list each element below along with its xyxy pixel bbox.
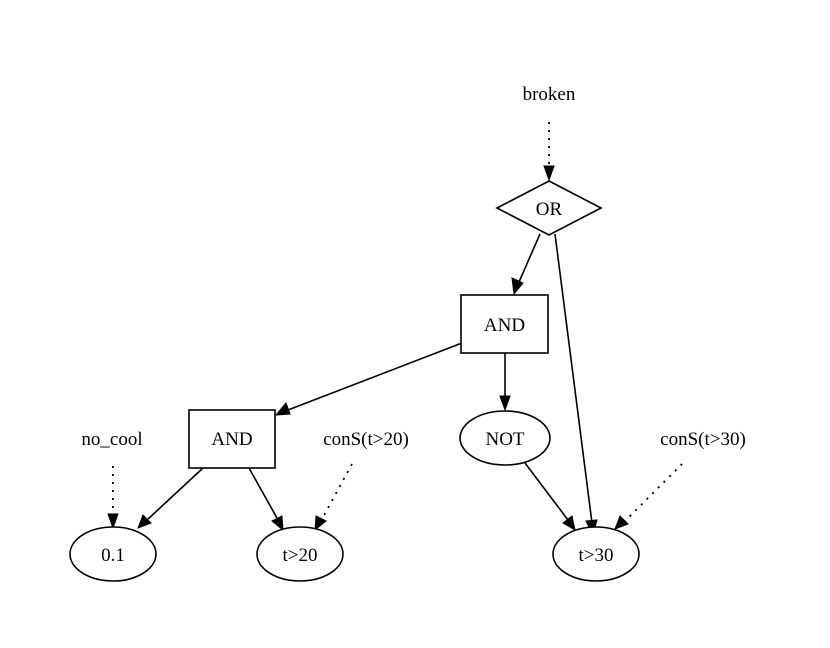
edge-no-cool-to-0.1 — [107, 466, 119, 530]
node-or: OR — [495, 180, 603, 236]
label-cons-t20: conS(t>20) — [323, 429, 409, 450]
node-and-top-label: AND — [484, 315, 525, 336]
node-0.1-label: 0.1 — [101, 545, 125, 566]
edge-or-to-and-top — [511, 233, 541, 296]
and-left-box — [188, 409, 276, 469]
node-or-label: OR — [536, 199, 563, 220]
0.1-ellipse — [69, 526, 157, 582]
edge-broken-to-or — [543, 122, 555, 182]
edge-and-left-to-t20 — [248, 467, 284, 532]
node-and-top: AND — [460, 294, 549, 354]
node-not: NOT — [459, 410, 551, 466]
label-broken: broken — [523, 84, 576, 105]
node-t30-label: t>30 — [579, 545, 614, 566]
edge-cons-t30-to-t30 — [614, 463, 683, 530]
edge-and-top-to-not — [499, 353, 511, 412]
edge-and-left-to-0.1 — [137, 467, 204, 529]
label-no-cool: no_cool — [81, 429, 142, 450]
t30-ellipse — [552, 526, 640, 582]
edge-or-to-t30 — [554, 233, 598, 537]
node-0.1: 0.1 — [69, 526, 157, 582]
node-t20-label: t>20 — [283, 545, 318, 566]
edge-cons-t20-to-t20 — [314, 463, 353, 532]
edge-not-to-t30 — [524, 462, 576, 532]
label-cons-t30: conS(t>30) — [660, 429, 746, 450]
t20-ellipse — [256, 526, 344, 582]
node-and-left: AND — [188, 409, 276, 469]
node-and-left-label: AND — [211, 429, 252, 450]
edge-and-top-to-and-left — [274, 342, 463, 416]
or-diamond-shape — [495, 180, 603, 236]
node-t20: t>20 — [256, 526, 344, 582]
not-ellipse — [459, 410, 551, 466]
node-not-label: NOT — [485, 429, 524, 450]
and-top-box — [460, 294, 549, 354]
node-t30: t>30 — [552, 526, 640, 582]
